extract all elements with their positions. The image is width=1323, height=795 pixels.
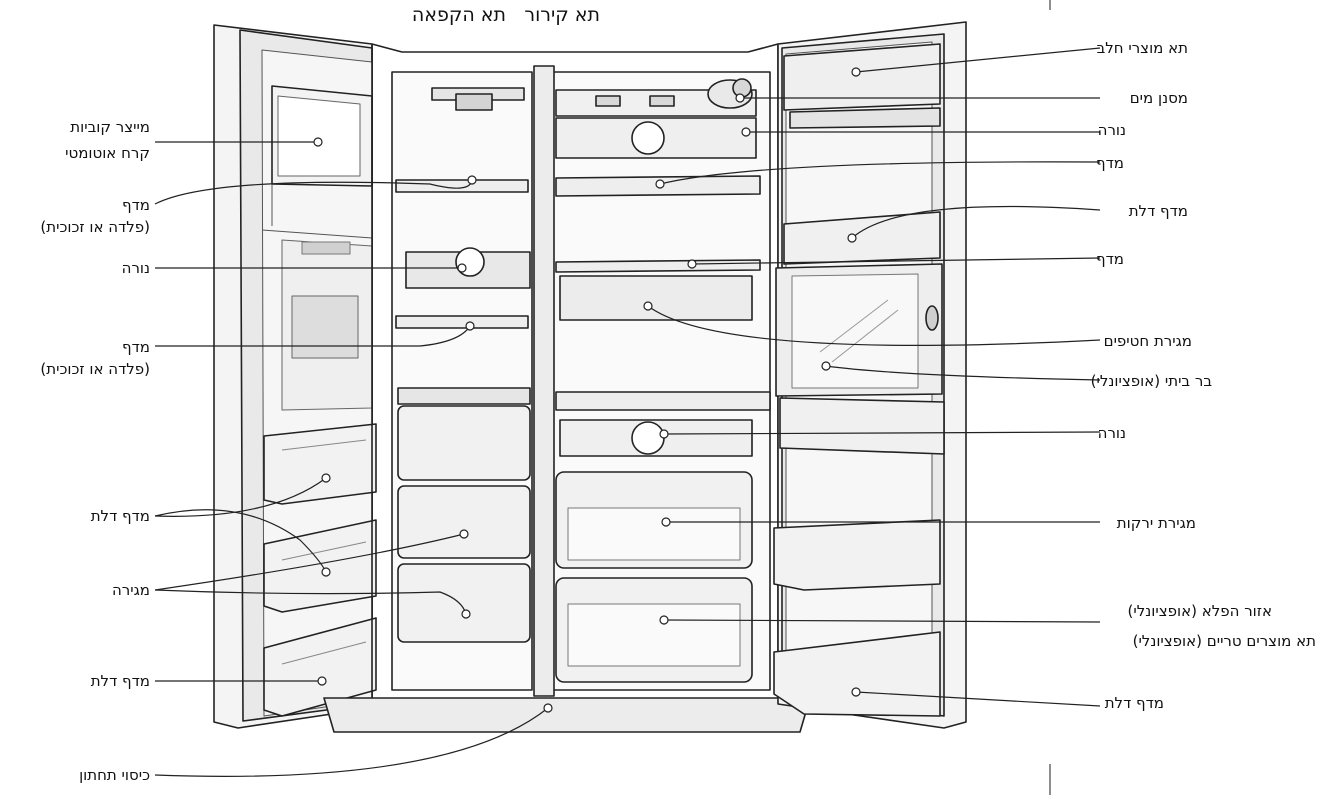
label-water-filter: מסנן מים xyxy=(1129,89,1188,107)
label-fresh-compartment: תא מוצרים טריים (אופציונלי) xyxy=(1132,632,1316,650)
label-shelf-freezer-upper-material: (פלדה או זכוכית) xyxy=(40,218,150,236)
fridge-door xyxy=(773,21,967,729)
label-drawer: מגירה xyxy=(112,581,150,599)
label-shelf-fridge-middle: מדף xyxy=(1096,250,1124,268)
anchor-dots xyxy=(313,67,861,713)
label-snack-drawer: מגירת חטיפים xyxy=(1103,332,1192,350)
freezer-door xyxy=(213,24,377,729)
label-shelf-fridge-upper: מדף xyxy=(1096,154,1124,172)
label-light-freezer: נורה xyxy=(121,259,150,277)
label-door-shelf-fridge-lower: מדף דלת xyxy=(1104,694,1164,712)
label-door-shelf-freezer-lower: מדף דלת xyxy=(90,672,150,690)
label-vegetable-drawer: מגירת ירקות xyxy=(1116,514,1196,532)
label-shelf-freezer-upper: מדף xyxy=(122,196,150,214)
label-home-bar: בר ביתי (אופציונלי) xyxy=(1090,372,1212,390)
label-shelf-freezer-lower-material: (פלדה או זכוכית) xyxy=(40,360,150,378)
label-light-fridge-lower: נורה xyxy=(1097,424,1126,442)
label-bottom-cover: כיסוי תחתון xyxy=(79,766,150,784)
label-dairy-compartment: תא מוצרי חלב xyxy=(1096,39,1188,57)
label-ice-maker-line1: מייצר קוביות xyxy=(70,118,150,136)
label-door-shelf-fridge-upper: מדף דלת xyxy=(1128,202,1188,220)
cabinet-body xyxy=(323,43,811,733)
label-ice-maker-line2: קרח אוטומטי xyxy=(65,144,150,162)
label-wonder-zone: אזור הפלא (אופציונלי) xyxy=(1127,602,1272,620)
label-shelf-freezer-lower: מדף xyxy=(122,338,150,356)
freezer-compartment-title: תא הקפאה xyxy=(411,4,506,26)
cooling-compartment-title: תא קירור xyxy=(524,4,600,26)
label-light-fridge-top: נורה xyxy=(1097,121,1126,139)
label-door-shelf-freezer-upper: מדף דלת xyxy=(90,507,150,525)
